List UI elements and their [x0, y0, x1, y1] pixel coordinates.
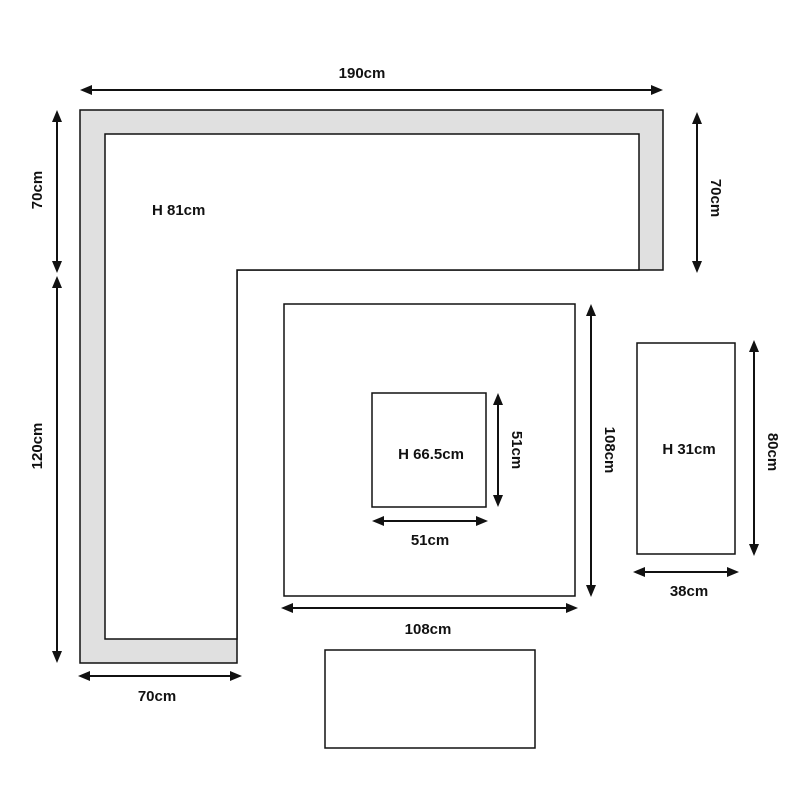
sofa-bottom-label: 70cm — [138, 688, 176, 705]
dimension-table-width: 108cm — [281, 603, 578, 638]
dimension-table-depth: 108cm — [586, 304, 618, 597]
sofa-right-label: 70cm — [707, 179, 724, 217]
table-inner-top — [371, 392, 487, 508]
coffee-table: H 66.5cm — [283, 303, 576, 597]
ottoman: H 31cm — [636, 342, 736, 555]
ottoman-length-label: 80cm — [764, 433, 781, 471]
table-inner-width-label: 51cm — [411, 532, 449, 549]
dimension-ottoman-width: 38cm — [633, 567, 739, 600]
dimension-table-inner-depth: 51cm — [493, 393, 525, 507]
sofa-left-upper-label: 70cm — [29, 171, 46, 209]
ottoman-outline — [636, 342, 736, 555]
dimension-sofa-left-lower: 120cm — [29, 276, 62, 663]
dimension-sofa-left-upper: 70cm — [29, 110, 62, 273]
sofa-seat — [104, 133, 640, 640]
corner-sofa: H 81cm — [79, 109, 664, 664]
table-width-label: 108cm — [405, 621, 452, 638]
table-depth-label: 108cm — [601, 427, 618, 474]
table-inner-height-label: H 66.5cm — [398, 446, 464, 463]
sofa-height-label: H 81cm — [152, 202, 205, 219]
dimension-table-inner-width: 51cm — [372, 516, 488, 549]
dimension-sofa-bottom: 70cm — [78, 671, 242, 705]
sofa-left-lower-label: 120cm — [29, 423, 46, 470]
dimension-sofa-width: 190cm — [80, 65, 663, 95]
ottoman-height-label: H 31cm — [662, 441, 715, 458]
bottom-footstool — [324, 649, 536, 749]
sofa-width-label: 190cm — [339, 65, 386, 82]
table-inner-depth-label: 51cm — [508, 431, 525, 469]
dimension-sofa-right: 70cm — [692, 112, 724, 273]
ottoman-width-label: 38cm — [670, 583, 708, 600]
dimension-ottoman-length: 80cm — [749, 340, 781, 556]
